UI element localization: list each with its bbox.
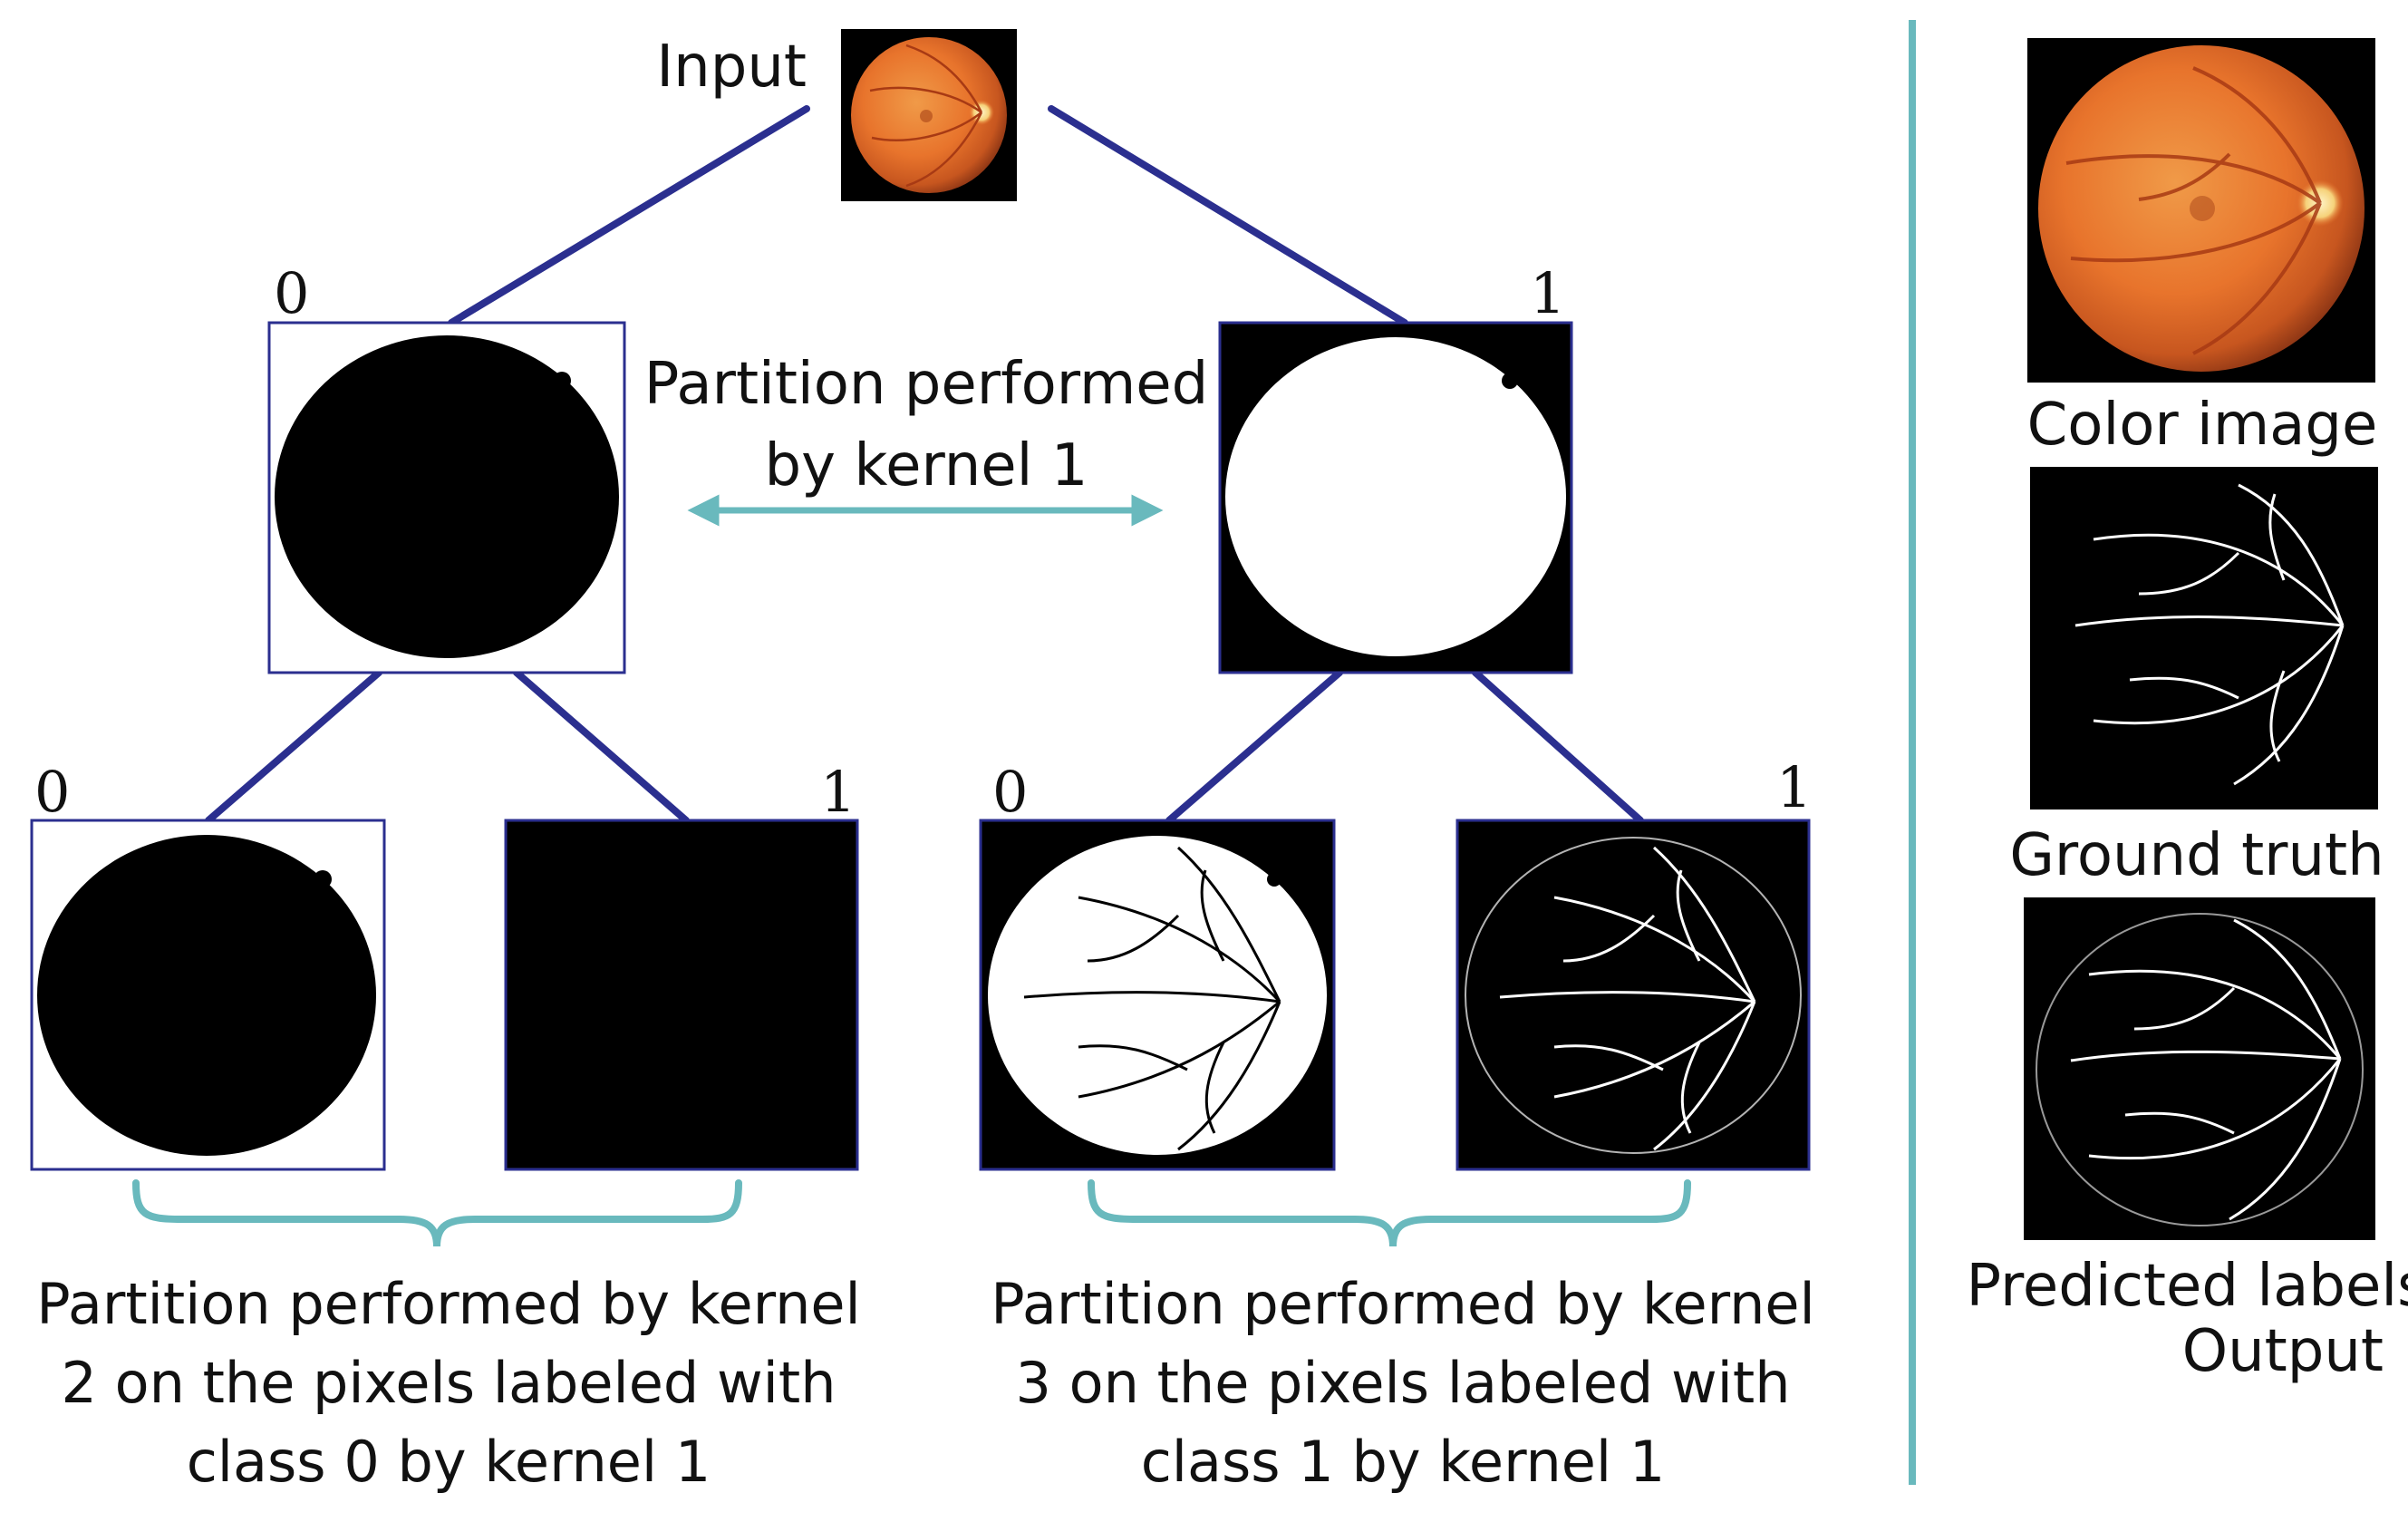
- index-level2-d: 1: [1776, 754, 1812, 820]
- mask-level2-d: [1455, 819, 1811, 1171]
- mask-level1-class0: [267, 321, 626, 674]
- edge-left-to-b: [513, 669, 690, 824]
- ground-truth-thumbnail: [2030, 467, 2378, 809]
- mask-level2-a: [30, 819, 386, 1171]
- index-level1-left: 0: [274, 260, 309, 326]
- predicted-labels-thumbnail: [2024, 897, 2375, 1240]
- brace-left: [132, 1179, 742, 1247]
- edge-right-to-d: [1472, 669, 1644, 824]
- bottom-caption-left-line2: 2 on the pixels labeled with: [62, 1350, 837, 1416]
- index-level1-right: 1: [1530, 260, 1565, 326]
- edge-input-to-right: [1048, 105, 1408, 326]
- bottom-caption-left-line1: Partition performed by kernel: [36, 1271, 861, 1337]
- output-label: Output: [2182, 1318, 2384, 1385]
- brace-right: [1088, 1179, 1691, 1247]
- edge-right-to-c: [1165, 669, 1343, 824]
- bottom-caption-right-line3: class 1 by kernel 1: [1141, 1429, 1666, 1495]
- tree-edges: [205, 105, 1644, 824]
- ground-truth-label: Ground truth: [2009, 822, 2384, 889]
- color-image-thumbnail: [2027, 38, 2375, 383]
- bottom-caption-left-line3: class 0 by kernel 1: [187, 1429, 711, 1495]
- color-image-label: Color image: [2027, 392, 2378, 459]
- edge-left-to-a: [205, 669, 382, 824]
- mask-level2-b: [504, 819, 859, 1171]
- bottom-caption-right-line1: Partition performed by kernel: [991, 1271, 1815, 1337]
- index-level2-c: 0: [992, 759, 1028, 825]
- mask-level2-c: [979, 819, 1336, 1171]
- index-level2-b: 1: [820, 759, 856, 825]
- input-label: Input: [656, 34, 807, 101]
- top-caption-line2: by kernel 1: [765, 432, 1088, 499]
- top-caption-line1: Partition performed: [644, 351, 1209, 418]
- mask-level1-class1: [1218, 321, 1573, 674]
- index-level2-a: 0: [34, 759, 70, 825]
- predicted-labels-label: Predicted labels: [1967, 1253, 2408, 1320]
- input-fundus-thumbnail: [841, 29, 1017, 201]
- bottom-caption-right-line2: 3 on the pixels labeled with: [1016, 1350, 1791, 1416]
- edge-input-to-left: [448, 105, 810, 326]
